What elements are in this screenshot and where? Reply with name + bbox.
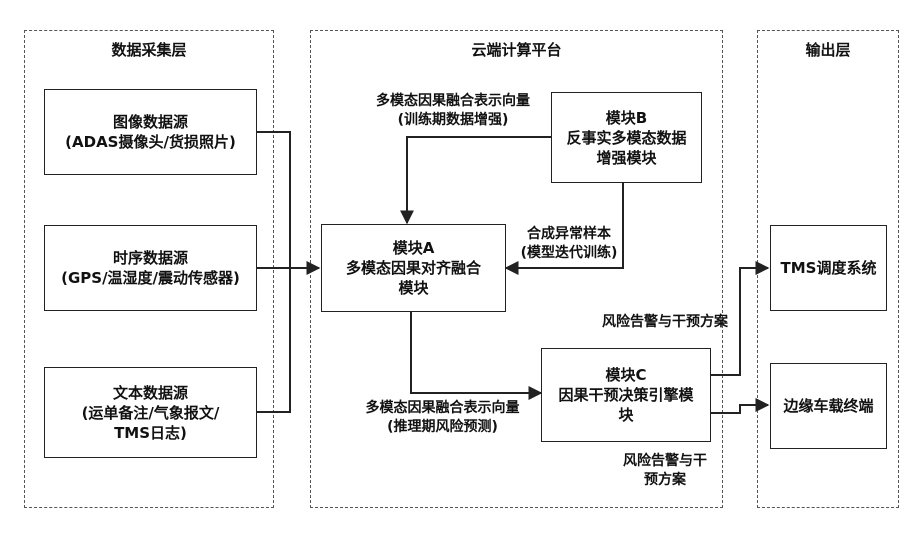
module-c-name-cont: 块	[618, 405, 633, 425]
module-b-box: 模块B 反事实多模态数据 增强模块	[551, 92, 702, 183]
text-source-title: 文本数据源	[113, 383, 188, 403]
module-b-name-cont: 增强模块	[596, 148, 656, 168]
synthetic-samples-label-line1: 合成异常样本	[506, 225, 632, 244]
module-a-name-cont: 模块	[398, 278, 428, 298]
timeseries-data-source-box: 时序数据源 (GPS/温湿度/震动传感器)	[44, 225, 257, 311]
image-source-title: 图像数据源	[113, 112, 188, 132]
module-a-name: 多模态因果对齐融合	[346, 258, 481, 278]
module-b-title: 模块B	[606, 108, 647, 128]
arrow-module-a-to-module-c	[411, 312, 541, 393]
training-vector-label: 多模态因果融合表示向量 (训练期数据增强)	[358, 92, 548, 130]
module-a-box: 模块A 多模态因果对齐融合 模块	[321, 224, 506, 312]
tms-dispatch-system-label: TMS调度系统	[781, 258, 877, 278]
edge-vehicle-terminal-box: 边缘车载终端	[770, 363, 887, 449]
image-source-detail: (ADAS摄像头/货损照片)	[65, 132, 236, 152]
risk-alert-upper-label: 风险告警与干预方案	[580, 313, 750, 332]
module-b-name: 反事实多模态数据	[566, 128, 686, 148]
edge-vehicle-terminal-label: 边缘车载终端	[783, 396, 873, 416]
source-bus-line	[257, 132, 290, 412]
module-a-title: 模块A	[393, 238, 435, 258]
timeseries-source-title: 时序数据源	[113, 248, 188, 268]
risk-alert-lower-line1: 风险告警与干	[600, 452, 730, 471]
text-data-source-box: 文本数据源 (运单备注/气象报文/ TMS日志)	[44, 367, 257, 458]
inference-vector-label-line2: (推理期风险预测)	[345, 418, 540, 437]
module-c-title: 模块C	[605, 365, 646, 385]
synthetic-samples-label-line2: (模型迭代训练)	[506, 244, 632, 263]
text-source-detail-1: (运单备注/气象报文/	[82, 403, 220, 423]
synthetic-samples-label: 合成异常样本 (模型迭代训练)	[506, 225, 632, 263]
timeseries-source-detail: (GPS/温湿度/震动传感器)	[61, 268, 240, 288]
image-data-source-box: 图像数据源 (ADAS摄像头/货损照片)	[44, 89, 257, 175]
arrow-module-b-to-module-a	[407, 137, 551, 223]
tms-dispatch-system-box: TMS调度系统	[770, 225, 887, 311]
module-c-box: 模块C 因果干预决策引擎模 块	[541, 348, 711, 442]
arrow-module-c-to-edge	[711, 405, 768, 413]
text-source-detail-2: TMS日志)	[114, 423, 187, 443]
training-vector-label-line1: 多模态因果融合表示向量	[358, 92, 548, 111]
module-c-name: 因果干预决策引擎模	[558, 385, 693, 405]
training-vector-label-line2: (训练期数据增强)	[358, 111, 548, 130]
risk-alert-upper-text: 风险告警与干预方案	[602, 314, 728, 330]
inference-vector-label-line1: 多模态因果融合表示向量	[345, 399, 540, 418]
risk-alert-lower-line2: 预方案	[600, 471, 730, 490]
inference-vector-label: 多模态因果融合表示向量 (推理期风险预测)	[345, 399, 540, 437]
risk-alert-lower-label: 风险告警与干 预方案	[600, 452, 730, 490]
